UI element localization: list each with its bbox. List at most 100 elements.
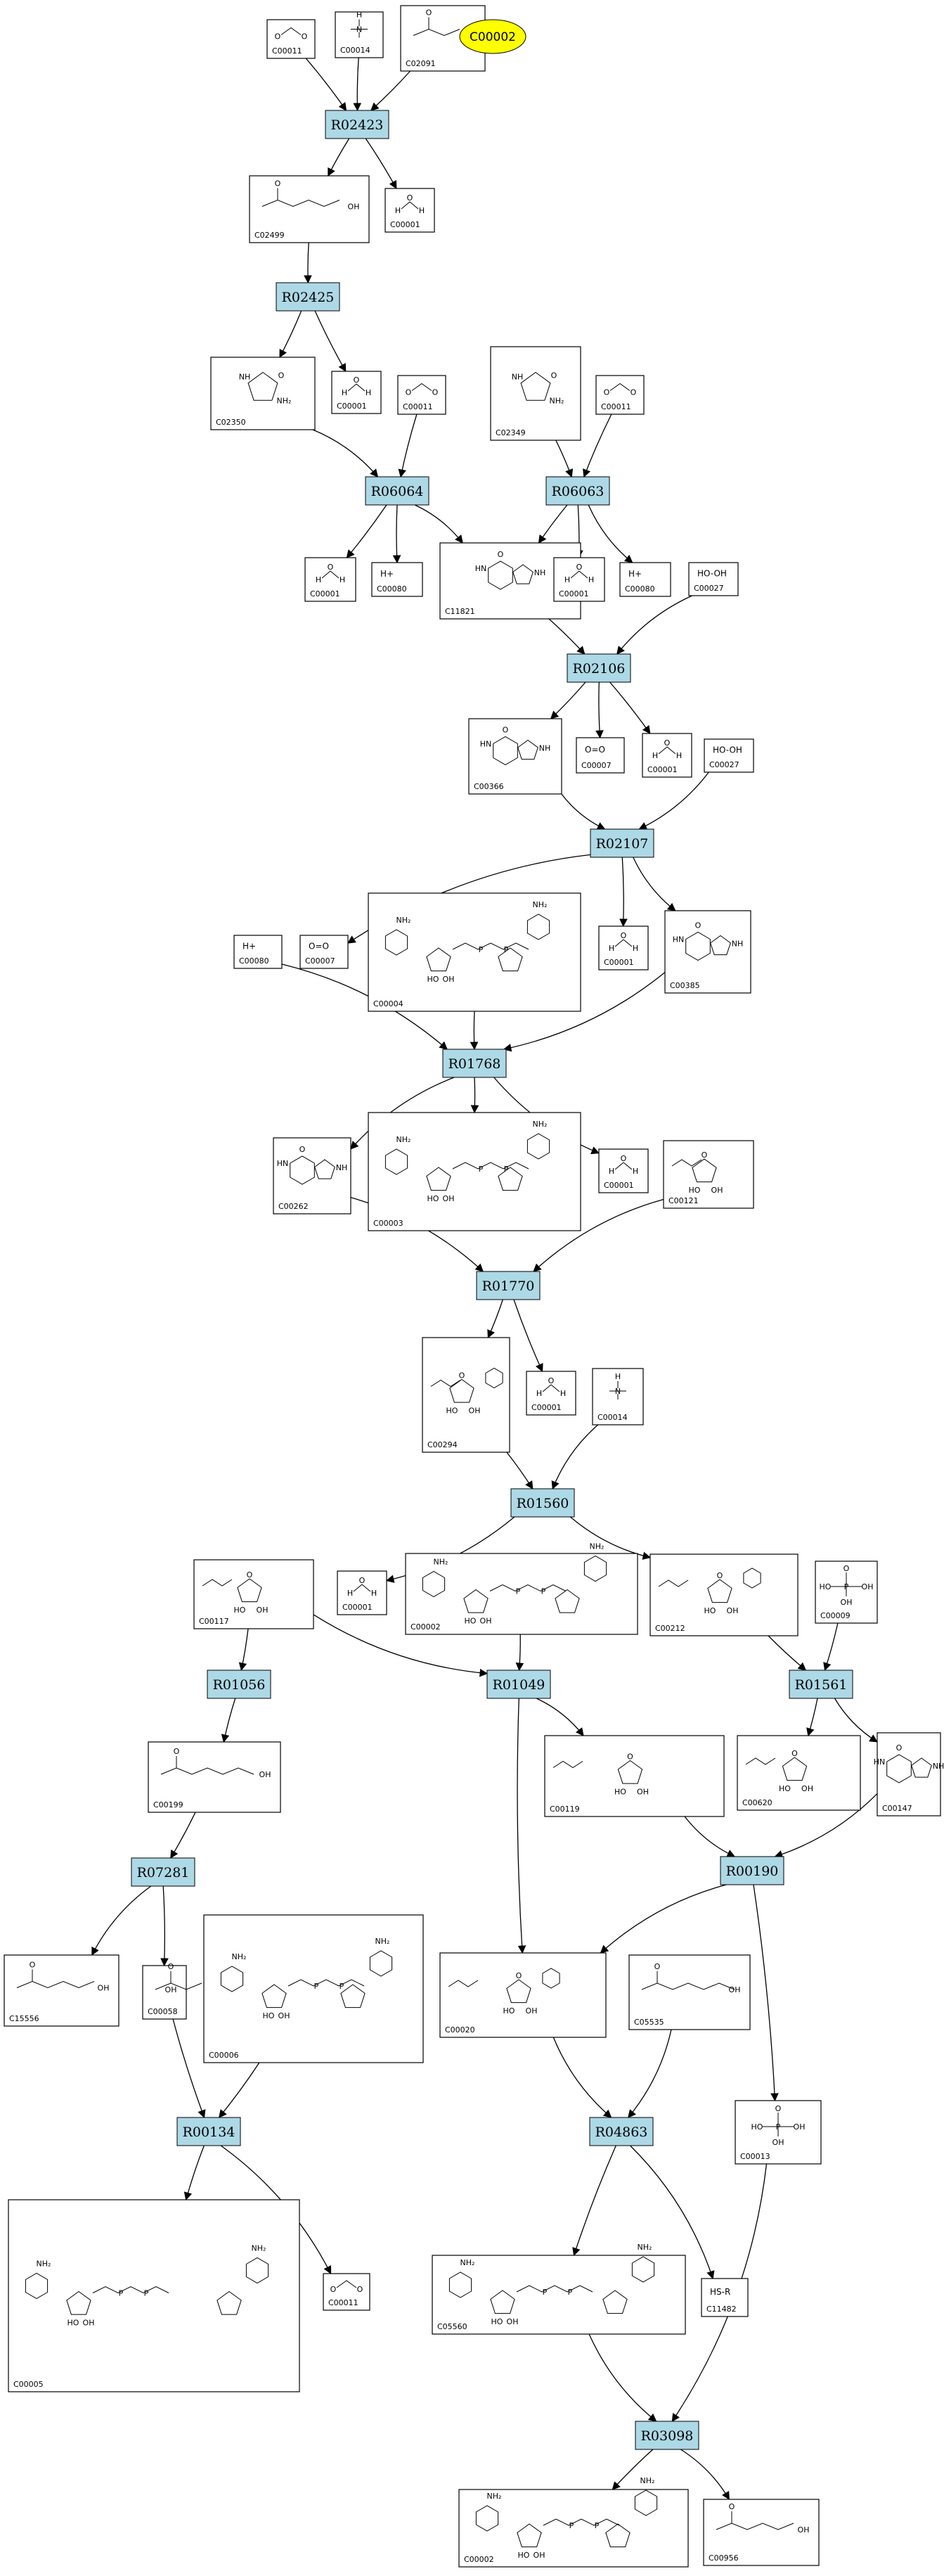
compound-box xyxy=(368,892,581,1012)
svg-text:O: O xyxy=(275,32,281,41)
compound-box xyxy=(368,1112,581,1231)
legend-ellipse xyxy=(459,19,526,54)
reaction-r06063[interactable]: R06063 xyxy=(545,476,610,506)
reaction-r01560[interactable]: R01560 xyxy=(510,1488,575,1518)
compound-id-label: C11821 xyxy=(445,607,475,616)
reaction-r01049[interactable]: R01049 xyxy=(486,1670,551,1699)
reaction-r02107[interactable]: R02107 xyxy=(590,828,654,858)
compound-formula: H+ xyxy=(628,569,642,579)
reaction-r01056[interactable]: R01056 xyxy=(207,1670,271,1699)
reaction-box xyxy=(176,2117,241,2146)
reaction-r02106[interactable]: R02106 xyxy=(567,653,631,683)
compound-id-label: C00001 xyxy=(604,1181,634,1190)
reaction-r01770[interactable]: R01770 xyxy=(476,1271,541,1300)
compound-box xyxy=(4,1954,119,2027)
compound-c00080[interactable]: H+C00080 xyxy=(233,935,283,969)
reaction-r06064[interactable]: R06064 xyxy=(365,476,429,506)
reaction-r04863[interactable]: R04863 xyxy=(589,2117,654,2146)
compound-id-label: C00027 xyxy=(694,584,724,593)
svg-text:NH: NH xyxy=(732,940,744,949)
legend-node[interactable]: C00002 xyxy=(459,19,526,54)
compound-formula: HS-R xyxy=(710,2287,730,2297)
svg-text:OH: OH xyxy=(798,2525,810,2535)
reaction-r02425[interactable]: R02425 xyxy=(276,282,340,312)
reaction-r00134[interactable]: R00134 xyxy=(176,2117,241,2146)
svg-text:O: O xyxy=(654,1962,661,1971)
reaction-r01561[interactable]: R01561 xyxy=(789,1670,853,1699)
svg-text:O: O xyxy=(843,1564,850,1573)
compound-box xyxy=(642,733,692,778)
compound-box xyxy=(142,1965,187,2020)
reaction-label: R01560 xyxy=(517,1496,569,1511)
svg-text:NH₂: NH₂ xyxy=(396,1135,411,1144)
reaction-r03098[interactable]: R03098 xyxy=(635,2421,699,2450)
compound-c00080[interactable]: H+C00080 xyxy=(619,562,671,597)
svg-text:NH: NH xyxy=(336,1163,348,1172)
compound-c00080[interactable]: H+C00080 xyxy=(371,562,423,597)
reaction-r07281[interactable]: R07281 xyxy=(131,1857,195,1887)
reaction-r00190[interactable]: R00190 xyxy=(720,1856,784,1885)
edge-c00117-R01056 xyxy=(238,1628,249,1672)
compound-id-label: C00620 xyxy=(742,1798,772,1807)
nodes-layer: OOC00011HNC00014OOHC02091OOHC02499HOHC00… xyxy=(4,5,944,2568)
edge-R04863-c11482 xyxy=(630,2145,715,2280)
reaction-r02423[interactable]: R02423 xyxy=(325,110,389,139)
svg-text:OH: OH xyxy=(480,1617,492,1626)
svg-text:H: H xyxy=(633,1167,638,1176)
svg-text:P: P xyxy=(314,1982,319,1991)
reaction-r01768[interactable]: R01768 xyxy=(442,1049,507,1078)
structure-drawing: HS-R xyxy=(710,2287,730,2297)
